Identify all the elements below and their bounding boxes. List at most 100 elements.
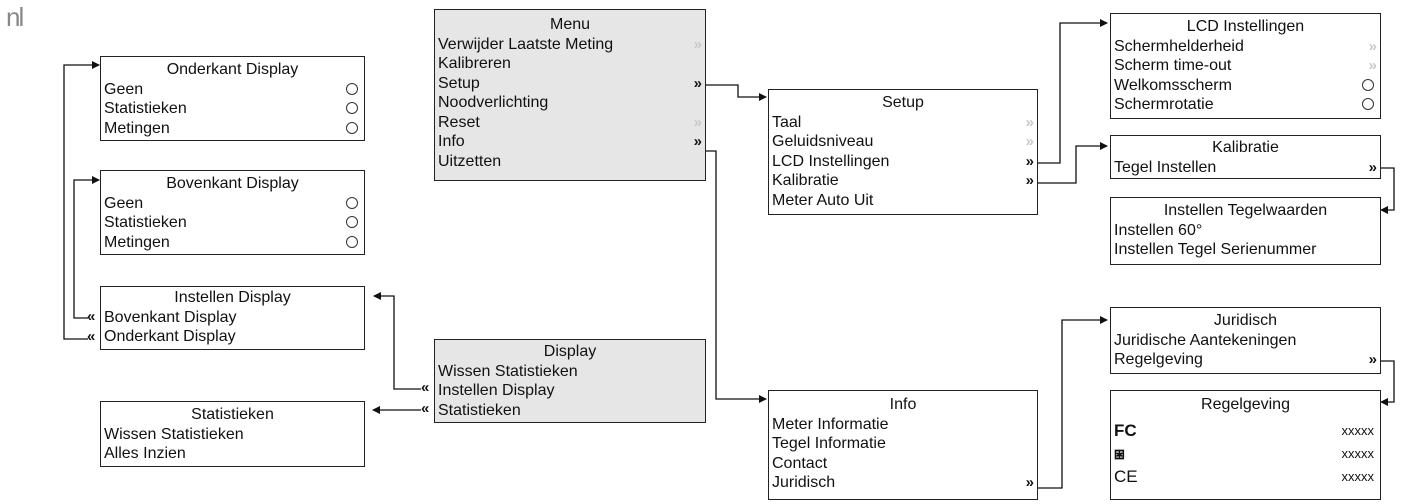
connector-setup: [700, 84, 767, 101]
forward-icon: »: [1368, 351, 1378, 368]
forward-icon: »: [1025, 172, 1035, 189]
forward-icon: »: [693, 133, 703, 150]
language-tab: nl: [6, 2, 24, 32]
onderkant-display-title: Onderkant Display: [166, 61, 299, 78]
lcd-instellingen-box: LCD Instellingen Schermhelderheid» Scher…: [1110, 13, 1381, 119]
bovenkant-display-box: Bovenkant Display Geen Statistieken Meti…: [100, 170, 365, 255]
forward-icon: »: [1368, 158, 1378, 176]
item-schermhelderheid[interactable]: Schermhelderheid»: [1114, 37, 1378, 55]
connector-instellen-display: [373, 292, 421, 390]
item-meter-auto-uit[interactable]: Meter Auto Uit: [772, 191, 874, 209]
option-metingen[interactable]: Metingen: [101, 119, 364, 139]
item-instellen-display[interactable]: Instellen Display: [438, 382, 555, 399]
item-alles-inzien[interactable]: Alles Inzien: [104, 445, 186, 462]
radio-icon: [346, 102, 358, 114]
setup-title: Setup: [882, 94, 924, 111]
back-icon: «: [87, 328, 96, 345]
kalibratie-title: Kalibratie: [1212, 139, 1279, 156]
item-geluidsniveau[interactable]: Geluidsniveau»: [772, 133, 1035, 150]
statistieken-title: Statistieken: [191, 406, 274, 423]
item-welkomsscherm[interactable]: Welkomsscherm: [1111, 76, 1380, 96]
instellen-display-title: Instellen Display: [174, 289, 291, 306]
menu-item-info[interactable]: Info»: [438, 133, 703, 150]
item-tegel-instellen[interactable]: Tegel Instellen»: [1114, 158, 1378, 176]
item-tegel-informatie[interactable]: Tegel Informatie: [772, 435, 886, 452]
forward-icon: »: [1025, 133, 1035, 150]
forward-icon: »: [1025, 113, 1035, 131]
back-icon: «: [421, 379, 430, 396]
radio-icon: [1362, 78, 1374, 91]
kalibratie-box: Kalibratie Tegel Instellen»: [1110, 135, 1381, 179]
option-metingen[interactable]: Metingen: [101, 233, 364, 253]
forward-icon: »: [693, 113, 703, 131]
forward-icon: »: [1368, 37, 1378, 55]
info-box: Info Meter Informatie Tegel Informatie C…: [768, 390, 1038, 500]
option-statistieken[interactable]: Statistieken: [101, 213, 364, 233]
setup-box: Setup Taal» Geluidsniveau» LCD Instellin…: [768, 89, 1038, 215]
connector-kalibratie: [1030, 142, 1108, 184]
onderkant-display-box: Onderkant Display Geen Statistieken Meti…: [100, 56, 365, 141]
item-bovenkant-display[interactable]: Bovenkant Display: [104, 308, 237, 326]
regelgeving-title: Regelgeving: [1201, 396, 1290, 413]
back-icon: «: [87, 308, 96, 325]
option-statistieken[interactable]: Statistieken: [101, 99, 364, 119]
item-regelgeving[interactable]: Regelgeving»: [1114, 351, 1378, 368]
radio-icon: [346, 121, 358, 134]
instellen-tegelwaarden-box: Instellen Tegelwaarden Instellen 60° Ins…: [1110, 197, 1381, 265]
item-instellen-60[interactable]: Instellen 60°: [1114, 221, 1203, 239]
forward-icon: »: [693, 35, 703, 53]
option-geen[interactable]: Geen: [101, 80, 364, 100]
statistieken-box: Statistieken Wissen Statistieken Alles I…: [100, 401, 365, 467]
regulatory-row-rcm: ⧆xxxxx: [1114, 443, 1374, 463]
radio-icon: [346, 82, 358, 95]
radio-icon: [346, 216, 358, 228]
menu-item-kalibreren[interactable]: Kalibreren: [438, 55, 511, 72]
forward-icon: »: [1025, 152, 1035, 170]
item-wissen-statistieken[interactable]: Wissen Statistieken: [438, 362, 578, 380]
menu-item-reset[interactable]: Reset»: [438, 113, 703, 131]
menu-title: Menu: [549, 16, 591, 33]
forward-icon: »: [1368, 57, 1378, 74]
item-contact[interactable]: Contact: [772, 454, 828, 472]
option-geen[interactable]: Geen: [101, 194, 364, 214]
menu-box: Menu Verwijder Laatste Meting» Kalibrere…: [434, 9, 706, 181]
instellen-display-box: Instellen Display Bovenkant Display Onde…: [100, 286, 365, 350]
forward-icon: »: [693, 74, 703, 92]
juridisch-box: Juridisch Juridische Aantekeningen Regel…: [1110, 307, 1381, 374]
item-onderkant-display[interactable]: Onderkant Display: [104, 328, 236, 345]
rcm-logo-icon: ⧆: [1114, 443, 1125, 463]
juridisch-title: Juridisch: [1213, 312, 1278, 329]
item-wissen-statistieken[interactable]: Wissen Statistieken: [104, 425, 244, 443]
radio-icon: [1362, 98, 1374, 110]
menu-item-verwijder[interactable]: Verwijder Laatste Meting»: [438, 35, 703, 53]
display-title: Display: [543, 343, 597, 360]
bovenkant-display-title: Bovenkant Display: [166, 175, 299, 192]
connector-onderkant: [63, 61, 100, 340]
menu-item-setup[interactable]: Setup»: [438, 74, 703, 92]
menu-item-uitzetten[interactable]: Uitzetten: [438, 152, 502, 170]
item-taal[interactable]: Taal»: [772, 113, 1035, 131]
connector-info: [700, 150, 767, 403]
item-lcd-instellingen[interactable]: LCD Instellingen»: [772, 152, 1035, 170]
item-juridische-aantekeningen[interactable]: Juridische Aantekeningen: [1114, 331, 1297, 349]
radio-icon: [346, 235, 358, 248]
item-juridisch[interactable]: Juridisch»: [772, 474, 1034, 491]
item-instellen-tegel-serienummer[interactable]: Instellen Tegel Serienummer: [1114, 241, 1317, 258]
fcc-logo-icon: FC: [1114, 420, 1137, 440]
item-schermrotatie[interactable]: Schermrotatie: [1111, 95, 1380, 115]
item-statistieken[interactable]: Statistieken: [438, 401, 521, 419]
connector-tegelwaarden: [1368, 167, 1395, 214]
info-title: Info: [889, 396, 917, 413]
display-box: Display Wissen Statistieken Instellen Di…: [434, 339, 706, 423]
item-scherm-time-out[interactable]: Scherm time-out»: [1114, 57, 1378, 74]
item-kalibratie[interactable]: Kalibratie»: [772, 172, 1035, 189]
item-meter-informatie[interactable]: Meter Informatie: [772, 415, 889, 433]
menu-item-noodverlichting[interactable]: Noodverlichting: [438, 94, 549, 111]
radio-icon: [346, 196, 358, 209]
back-icon: «: [421, 400, 430, 417]
instellen-tegelwaarden-title: Instellen Tegelwaarden: [1163, 202, 1328, 219]
